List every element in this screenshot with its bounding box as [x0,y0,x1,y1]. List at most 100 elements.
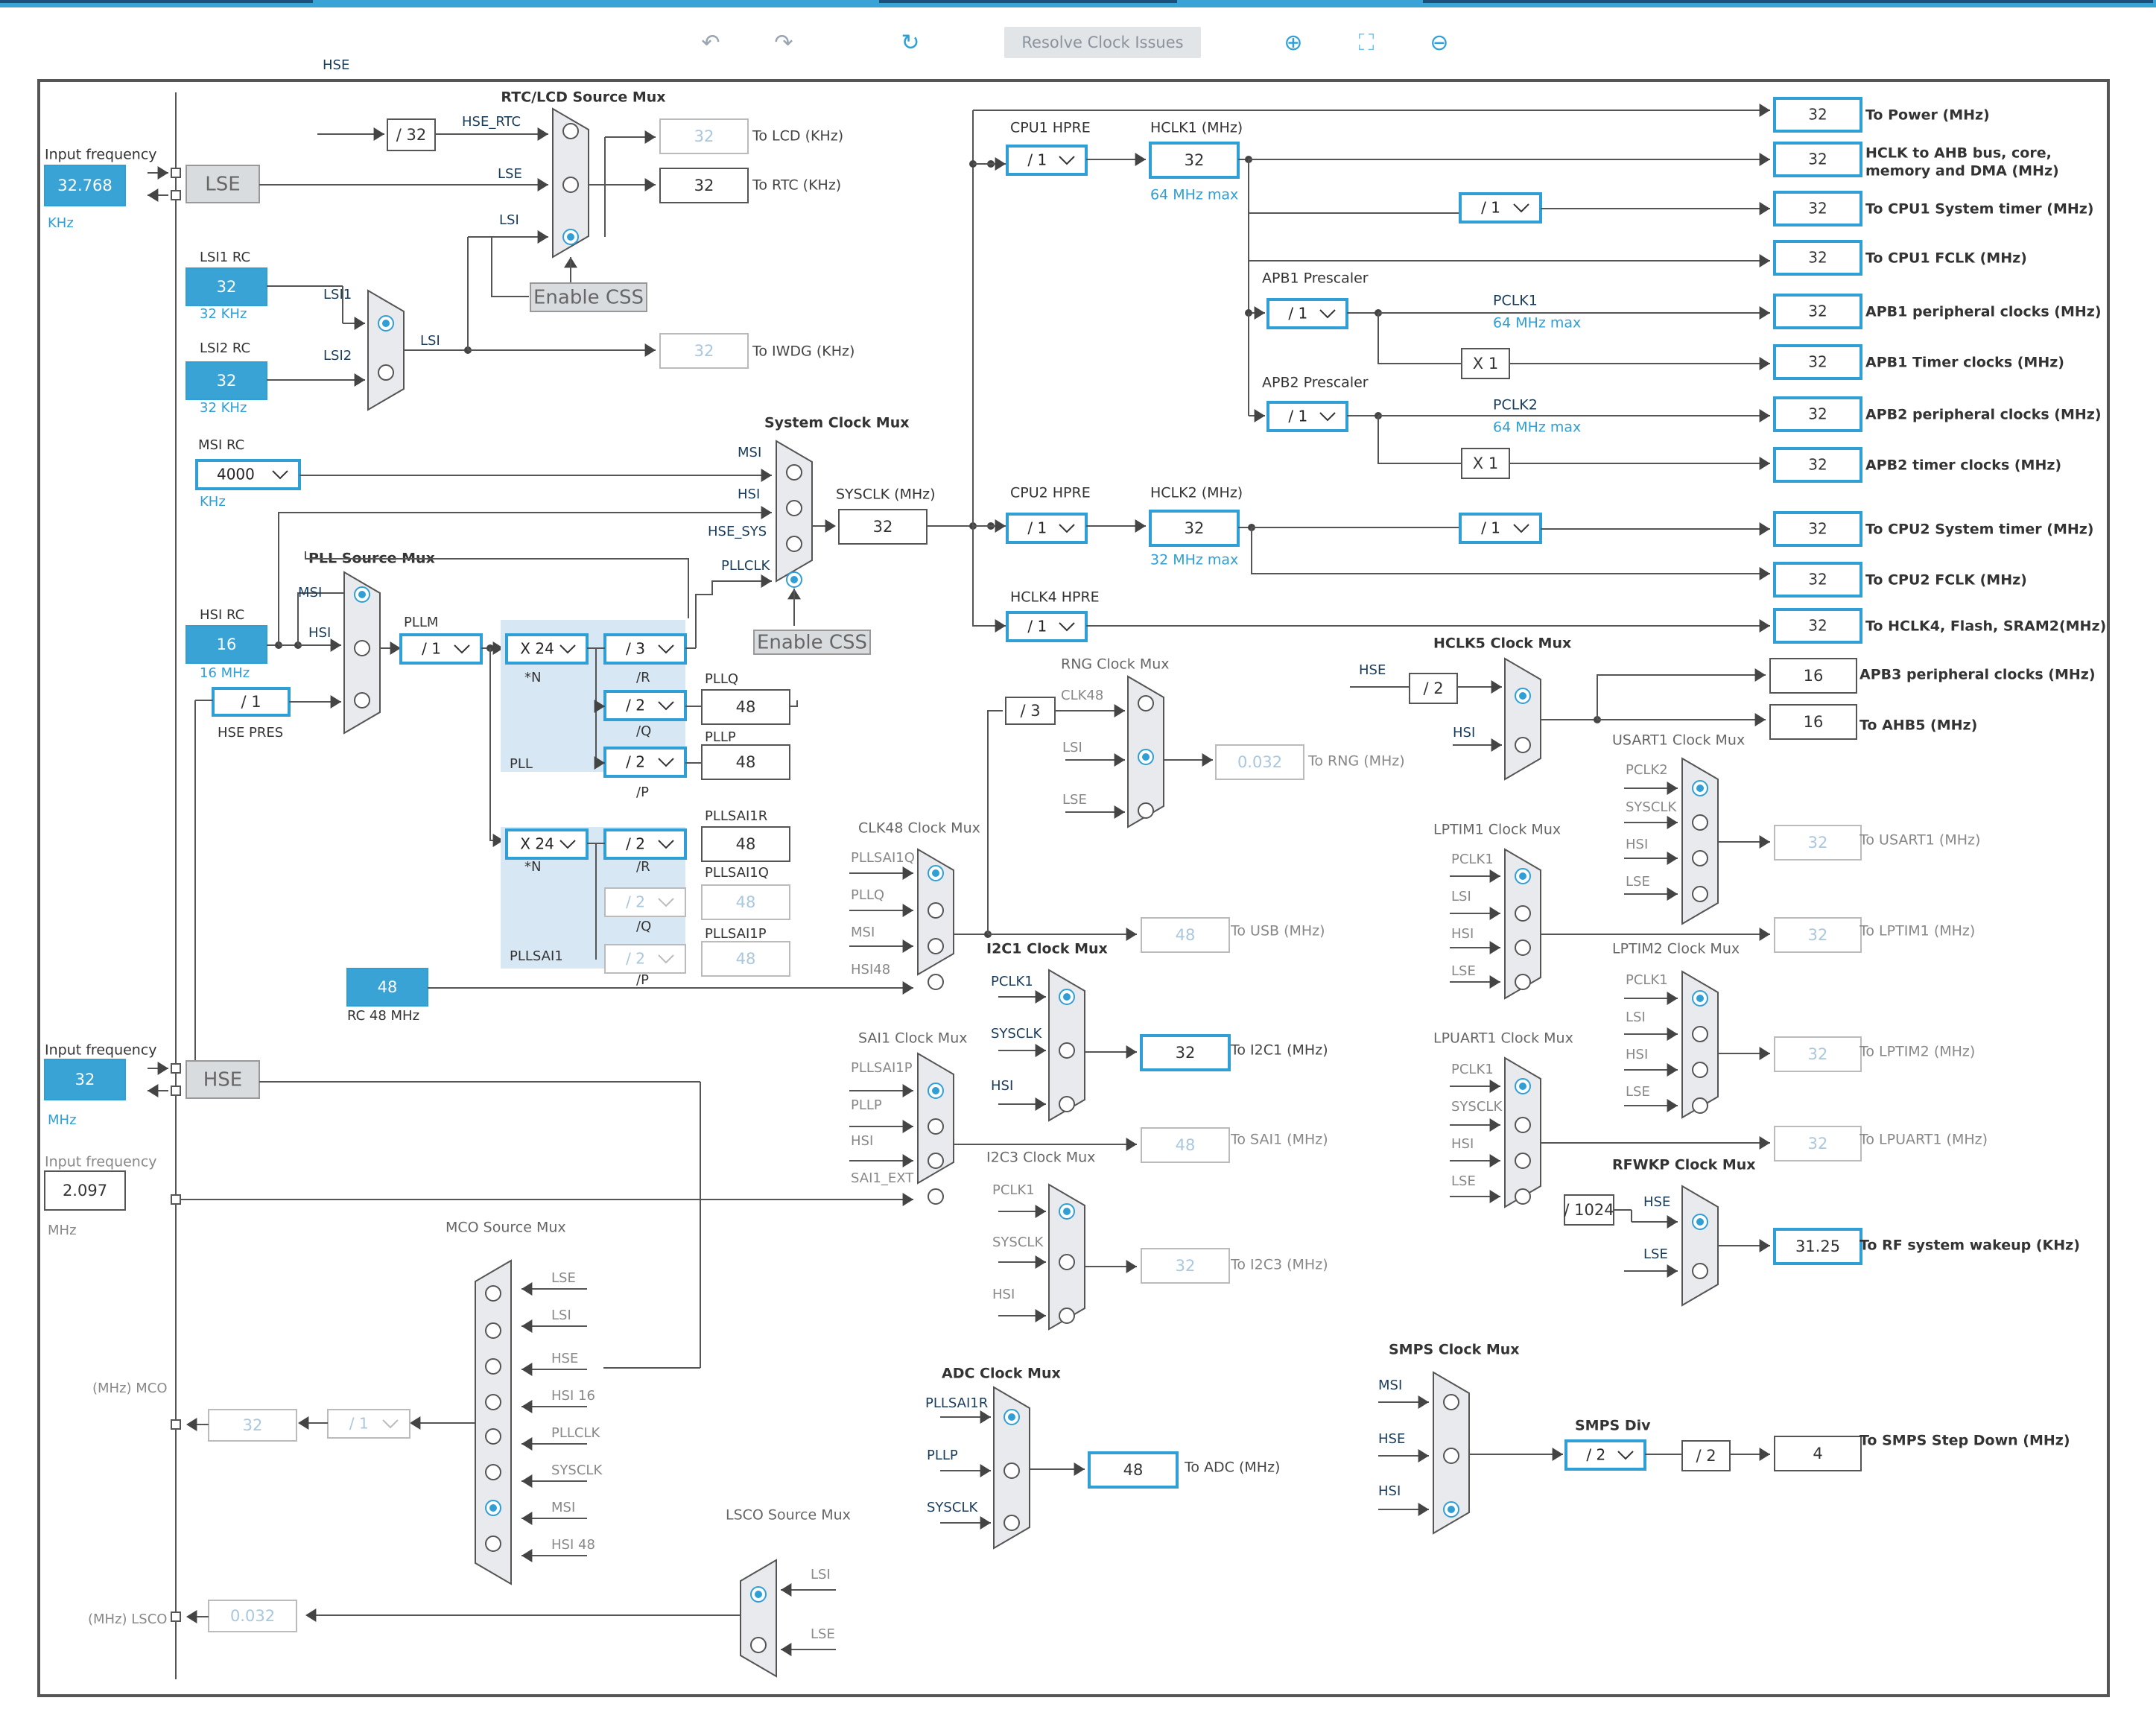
mux-radio[interactable] [1692,1097,1708,1114]
lsi1-value[interactable] [186,267,267,306]
input-frequency-2-value[interactable] [44,1170,126,1211]
mux-radio[interactable] [354,692,370,709]
undo-icon[interactable]: ↶ [701,30,720,56]
iwdg-value[interactable] [659,333,749,369]
usb-value[interactable] [1141,917,1230,953]
mux-radio[interactable] [485,1464,501,1480]
smps-value[interactable] [1774,1436,1862,1471]
mux-radio[interactable] [1059,1096,1075,1112]
adc-value[interactable] [1088,1451,1179,1489]
usart1-value[interactable] [1774,825,1862,861]
smps-divider[interactable] [1681,1440,1731,1471]
mco-divider-dropdown[interactable] [327,1409,410,1439]
mux-radio[interactable] [928,1118,944,1135]
output-value-box[interactable] [1773,294,1862,329]
mux-radio[interactable] [1515,737,1531,753]
mux-radio[interactable] [1515,1153,1531,1169]
apb2-prescaler-dropdown[interactable] [1266,401,1348,432]
mux-radio[interactable] [1692,814,1708,831]
sysclk-value[interactable] [838,509,928,545]
hse-block[interactable] [186,1060,260,1099]
pllsai1-p-dropdown[interactable] [604,944,686,974]
pll-n-dropdown[interactable] [505,633,589,665]
mux-radio[interactable] [1138,802,1154,819]
output-value-box[interactable] [1773,191,1862,226]
mux-radio[interactable] [1692,1062,1708,1078]
ahb5-value[interactable] [1769,704,1857,740]
mux-radio[interactable] [1692,850,1708,866]
smps-div-dropdown[interactable] [1564,1439,1646,1471]
mux-radio[interactable] [485,1322,501,1339]
mux-radio[interactable] [786,464,802,481]
refresh-icon[interactable]: ↻ [901,30,920,56]
mux-radio[interactable] [1443,1394,1459,1410]
mux-radio[interactable] [1515,939,1531,956]
mux-radio[interactable] [1059,1254,1075,1270]
output-value-box[interactable] [1773,97,1862,133]
pllsai1r-value[interactable] [701,826,790,862]
cpu1-hpre-dropdown[interactable] [1006,145,1088,176]
output-value-box[interactable] [1773,447,1862,483]
mux-radio[interactable] [786,536,802,552]
cpu2-hpre-dropdown[interactable] [1006,513,1088,544]
mux-radio[interactable] [786,500,802,516]
lse-frequency-input[interactable] [44,165,126,206]
pllm-dropdown[interactable] [399,633,483,665]
pllp-value[interactable] [701,744,790,780]
mux-radio[interactable] [1004,1462,1020,1479]
mux-radio[interactable] [485,1394,501,1410]
mux-radio[interactable] [562,177,579,193]
mux-radio[interactable] [1515,905,1531,922]
mux-radio[interactable] [1692,1026,1708,1042]
zoom-out-icon[interactable]: ⊖ [1430,30,1449,56]
pllsai1-n-dropdown[interactable] [505,828,589,860]
mux-radio[interactable] [1692,886,1708,902]
pll-p-dropdown[interactable] [603,747,687,778]
sys-enable-css-button[interactable] [753,630,871,655]
output-value-box[interactable] [1773,142,1862,177]
mux-radio[interactable] [1515,974,1531,990]
mux-radio[interactable] [1443,1448,1459,1464]
mux-radio[interactable] [928,1188,944,1205]
output-value-box[interactable] [1773,240,1862,276]
cpu2-systick-dropdown[interactable] [1459,513,1542,544]
hse-rtc-divider[interactable] [387,118,436,151]
lsco-value[interactable] [208,1600,297,1632]
rtc-enable-css-button[interactable] [530,282,647,312]
pll-r-dropdown[interactable] [603,633,687,665]
pllsai1-q-dropdown[interactable] [604,887,686,917]
i2c1-value[interactable] [1140,1034,1231,1071]
hsi-value[interactable] [186,625,267,664]
mux-radio[interactable] [1138,695,1154,712]
lcd-value[interactable] [659,118,749,154]
output-value-box[interactable] [1773,511,1862,547]
mux-radio[interactable] [485,1358,501,1375]
mux-radio[interactable] [485,1536,501,1552]
mux-radio[interactable] [928,938,944,954]
rc48-value[interactable] [346,968,428,1007]
rf-wakeup-value[interactable] [1773,1228,1862,1265]
apb1-prescaler-dropdown[interactable] [1266,298,1348,329]
mco-value[interactable] [208,1409,297,1442]
pllsai1p-value[interactable] [701,941,790,977]
mux-radio[interactable] [378,364,394,381]
rng-value[interactable] [1215,744,1304,780]
lsi2-value[interactable] [186,361,267,400]
mux-radio[interactable] [928,974,944,990]
mux-radio[interactable] [1515,1117,1531,1133]
hclk2-value[interactable] [1149,510,1240,547]
msi-frequency-dropdown[interactable] [195,459,301,490]
hse-frequency-input[interactable] [44,1059,126,1100]
lpuart1-value[interactable] [1774,1126,1862,1162]
output-value-box[interactable] [1773,608,1862,644]
mux-radio[interactable] [750,1637,767,1653]
mux-radio[interactable] [928,902,944,919]
cpu1-systick-dropdown[interactable] [1459,192,1542,224]
pllsai1q-value[interactable] [701,884,790,920]
mux-radio[interactable] [562,123,579,139]
output-value-box[interactable] [1773,396,1862,432]
pll-q-dropdown[interactable] [603,690,687,721]
output-value-box[interactable] [1773,562,1862,598]
mux-radio[interactable] [1059,1042,1075,1059]
lptim2-value[interactable] [1774,1036,1862,1072]
